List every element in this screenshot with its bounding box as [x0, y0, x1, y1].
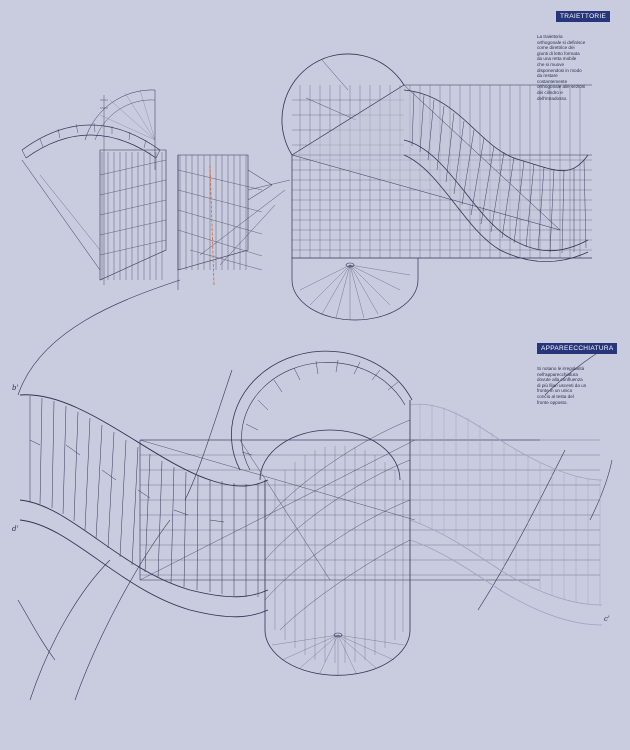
section-heading-appareecchiatura: APPAREECCHIATURA	[537, 343, 618, 354]
top-left-views	[21, 89, 291, 290]
right-band-joints	[419, 404, 601, 605]
arch-voussoir-joints	[39, 122, 147, 149]
point-label-b-prime: b'	[12, 384, 19, 392]
top-right-projection	[281, 53, 592, 321]
fan-rays	[299, 264, 411, 320]
bottom-projection	[17, 279, 613, 701]
point-label-c-prime: c'	[604, 615, 610, 623]
point-label-d-prime: d'	[12, 525, 19, 533]
wavy-band	[403, 89, 589, 262]
section-note-traiettorie: La traiettoria orthogonale si definisce …	[537, 34, 586, 101]
left-band-joints	[29, 396, 259, 597]
central-cylinder	[230, 350, 413, 676]
section-note-appareecchiatura: Si notano le irregolarità nell'apparecch…	[537, 366, 587, 405]
section-heading-traiettorie: TRAIETTORIE	[556, 11, 611, 22]
band-joints	[411, 91, 587, 254]
